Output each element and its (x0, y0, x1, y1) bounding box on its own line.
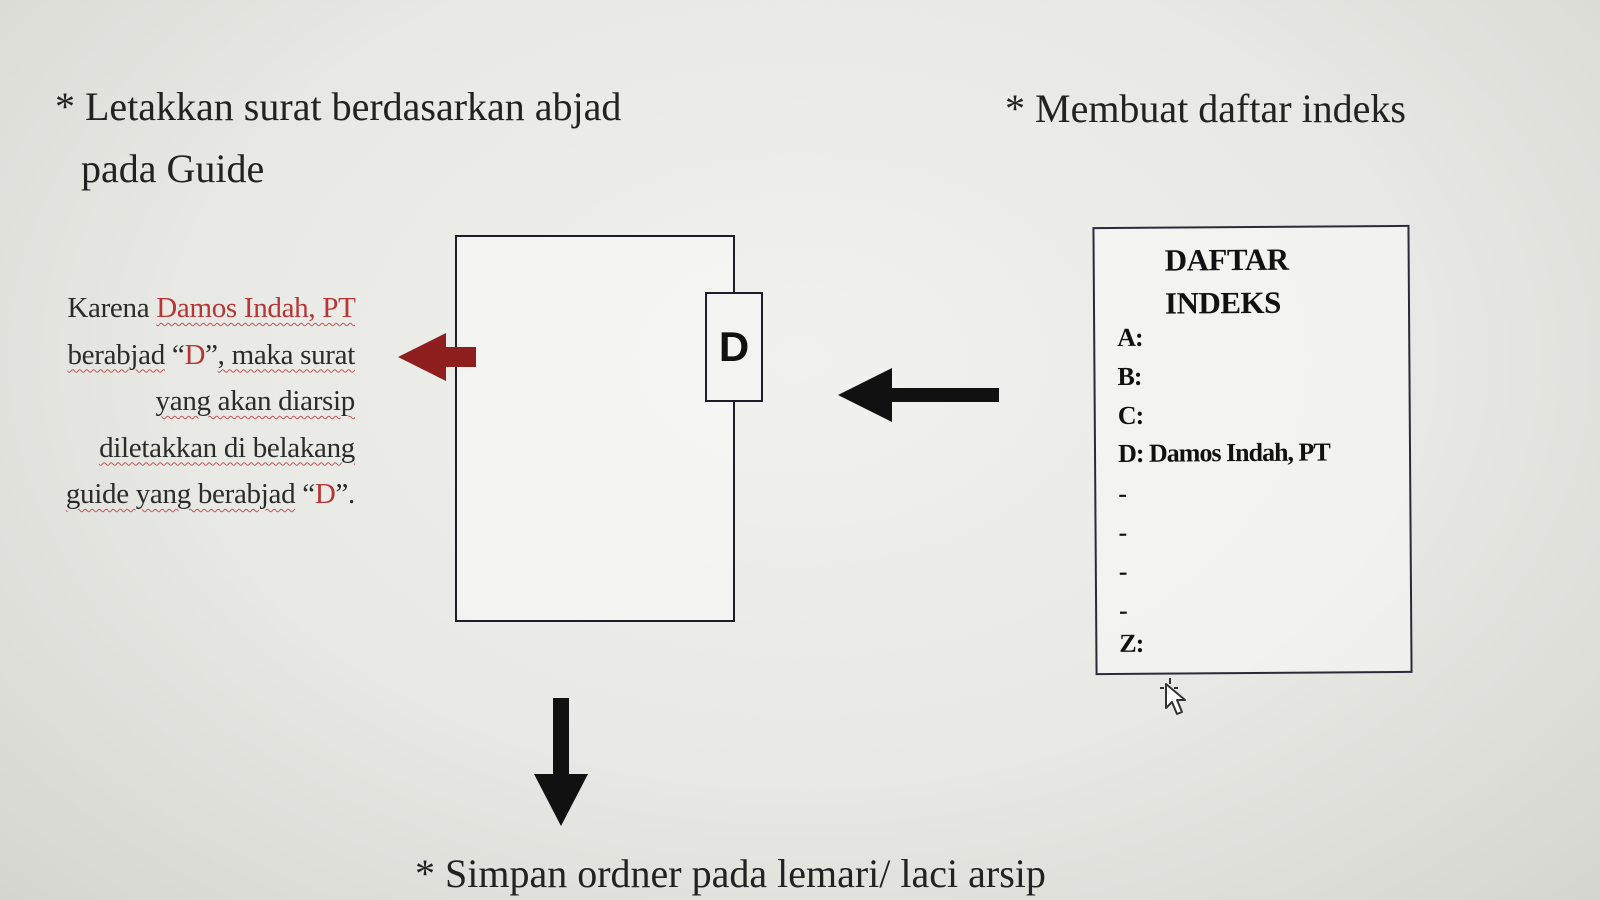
arrow-down-icon (534, 698, 588, 826)
explanation-company: Damos Indah, PT (156, 292, 355, 324)
step-index-text: * Membuat daftar indeks (1005, 86, 1406, 131)
step-store-text: * Simpan ordner pada lemari/ laci arsip (415, 851, 1046, 896)
index-arrow-left-icon (838, 368, 999, 422)
move-cursor-icon (1160, 678, 1186, 715)
explanation-letter-close: ” (205, 338, 218, 371)
arrow-left-icon (398, 333, 476, 381)
step-guide-line2: pada Guide (81, 146, 265, 191)
guide-tab-d: D (705, 292, 763, 402)
ordner-folder (455, 235, 735, 622)
explanation-end: . (348, 478, 355, 510)
explanation-letter-close-2: ” (335, 478, 349, 510)
explanation-letter-open: “ (171, 338, 185, 371)
explanation-letter: D (184, 338, 206, 371)
explanation-text: Karena Damos Indah, PT berabjad “D”, mak… (40, 285, 355, 518)
step-guide-line1: * Letakkan surat berdasarkan abjad (55, 84, 622, 129)
explanation-part2: berabjad (67, 338, 165, 371)
explanation-letter-open-2: “ (302, 478, 315, 510)
explanation-letter-2: D (314, 478, 336, 510)
explanation-part3: , maka surat yang akan diarsip diletakka… (65, 338, 355, 511)
step-guide-text: * Letakkan surat berdasarkan abjad pada … (55, 76, 621, 200)
explanation-part1: Karena (67, 292, 150, 324)
